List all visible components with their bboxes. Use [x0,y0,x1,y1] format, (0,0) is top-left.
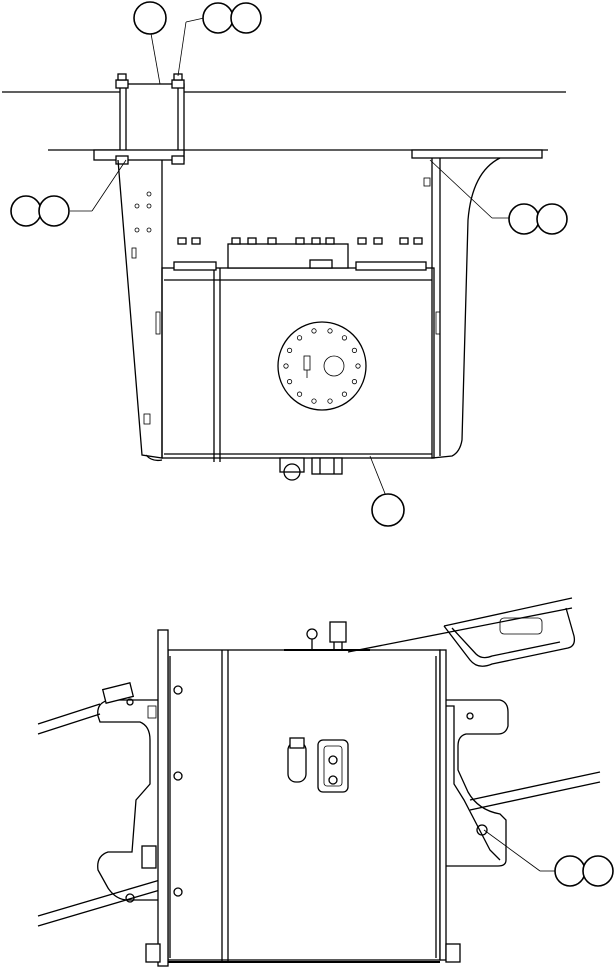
top-view [2,1,568,527]
cover-bolt [351,347,358,353]
cover-bolt [283,363,289,369]
left-mounting-bracket [97,682,158,903]
callout-4 [429,159,568,235]
cover-bolt [327,398,333,404]
left-hanger-plate [117,159,163,462]
bolt-head [399,237,409,245]
rail-clamp-bracket [93,73,185,165]
frame-rails-side [37,597,601,927]
cover-bolt [351,379,358,385]
upper-right-bracket [443,607,576,667]
bolt-head [231,237,241,245]
cover-bolt [286,379,293,385]
bolt-head [325,237,335,245]
side-wall-bolts [173,685,183,897]
callout-3 [10,159,127,227]
cover-bolt [355,363,361,369]
callout-2 [177,2,262,77]
tank-body-side [157,629,447,967]
bolt-head [357,237,367,245]
cover-bolt [341,391,348,397]
bolt-head [267,237,277,245]
sight-gauge [287,737,349,793]
bolt-head [295,237,305,245]
side-view [37,597,614,967]
bolt-head [247,237,257,245]
bolt-head [177,237,187,245]
cover-bolts [177,237,423,245]
tank-body-top [161,267,435,462]
bolt-head [373,237,383,245]
bolt-head [191,237,201,245]
callout-1 [133,1,167,85]
top-fittings-side [284,621,370,651]
inspection-cover [277,321,367,411]
drain-fittings [279,457,343,481]
callout-6 [483,829,614,887]
cover-bolt [341,335,348,341]
tank-top-cover [173,243,427,271]
cover-bolt [286,347,293,353]
cover-bolt [327,328,333,334]
bottom-bolts-side [145,943,461,963]
bolt-head [413,237,423,245]
cover-bolt [311,328,317,334]
right-mounting-bracket [446,699,509,867]
right-hanger-plate [411,149,543,459]
bolt-head [311,237,321,245]
cover-bolt [296,335,303,341]
cover-bolt [311,398,317,404]
callout-5 [369,455,405,527]
cover-bolt [296,391,303,397]
